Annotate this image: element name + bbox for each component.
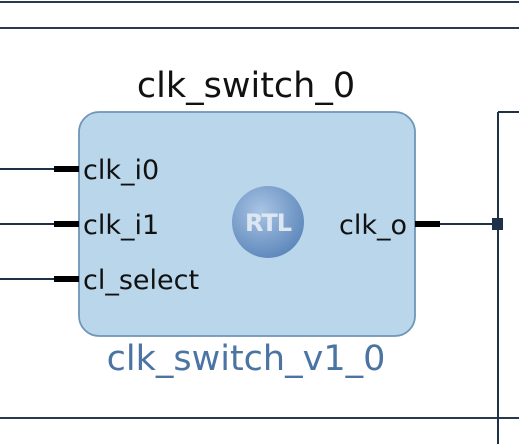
module-name: clk_switch_v1_0: [107, 339, 386, 379]
instance-name: clk_switch_0: [137, 66, 355, 106]
rtl-badge-label: RTL: [245, 209, 292, 237]
port-label-clk-o: clk_o: [339, 210, 407, 241]
rtl-badge-circle: [232, 186, 304, 258]
rtl-module-badge-icon: RTL: [232, 186, 304, 258]
wire-junction-icon: [492, 218, 503, 230]
port-label-clk-i0: clk_i0: [83, 155, 159, 186]
port-label-cl-select: cl_select: [83, 265, 199, 296]
ip-block[interactable]: clk_i0 clk_i1 cl_select clk_o RTL: [54, 111, 440, 337]
port-label-clk-i1: clk_i1: [83, 210, 159, 241]
